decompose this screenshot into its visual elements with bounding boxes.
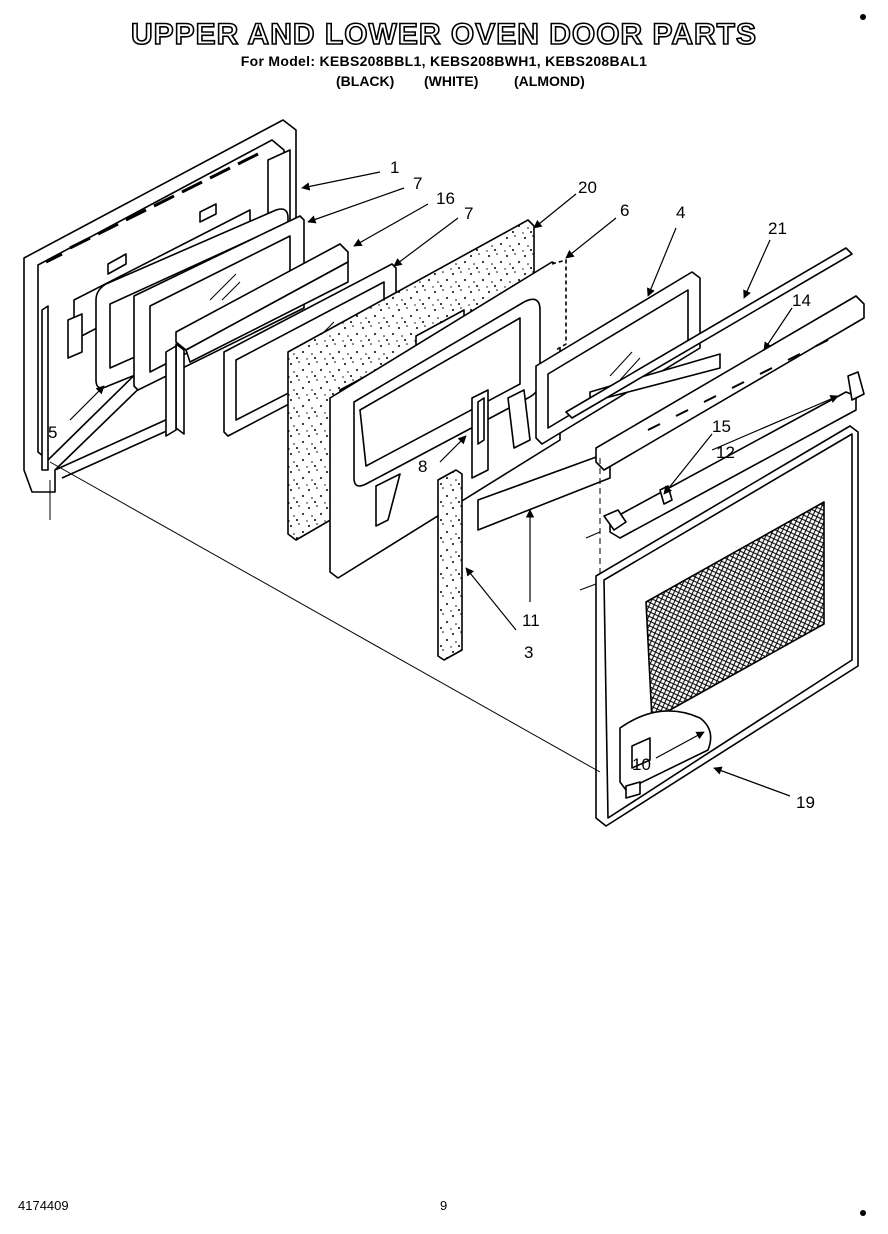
callout-3: 3	[524, 643, 533, 662]
page-title: UPPER AND LOWER OVEN DOOR PARTS	[130, 17, 758, 52]
leader-lines	[69, 171, 839, 797]
color-almond: (ALMOND)	[514, 73, 585, 89]
callout-16: 16	[436, 189, 455, 208]
callout-4: 4	[676, 203, 685, 222]
part-number: 4174409	[18, 1198, 69, 1213]
door-handle	[603, 371, 865, 539]
callout-labels: 1 7 16 7 20 6 4 21 14 5 15 12 8 11 3 10 …	[48, 158, 815, 812]
color-white: (WHITE)	[424, 73, 479, 89]
callout-6: 6	[620, 201, 629, 220]
vent-trim	[595, 295, 865, 471]
gasket-strip	[437, 469, 463, 661]
callout-10: 10	[632, 755, 651, 774]
callout-8: 8	[418, 457, 427, 476]
callout-14: 14	[792, 291, 811, 310]
corner-dot	[860, 14, 866, 20]
door-assembly	[595, 425, 859, 827]
callout-1: 1	[390, 158, 399, 177]
callout-21: 21	[768, 219, 787, 238]
callout-11: 11	[522, 611, 540, 630]
callout-19: 19	[796, 793, 815, 812]
door-hinge-plate	[631, 737, 651, 769]
door-trim	[565, 247, 853, 419]
callout-5: 5	[48, 423, 57, 442]
door-seal-strip	[477, 451, 611, 531]
glass-channel	[165, 243, 349, 437]
callout-15: 15	[712, 417, 731, 436]
color-black: (BLACK)	[336, 73, 395, 89]
callout-12: 12	[716, 443, 735, 462]
callout-7: 7	[464, 204, 473, 223]
door-window-glass	[535, 271, 721, 445]
door-strip	[471, 389, 489, 479]
inner-door-liner	[329, 259, 567, 579]
corner-dot	[860, 1210, 866, 1216]
callout-7: 7	[413, 174, 422, 193]
callout-20: 20	[578, 178, 597, 197]
page-number: 9	[440, 1198, 448, 1213]
alignment-lines	[49, 458, 601, 773]
model-line: For Model: KEBS208BBL1, KEBS208BWH1, KEB…	[240, 53, 648, 69]
